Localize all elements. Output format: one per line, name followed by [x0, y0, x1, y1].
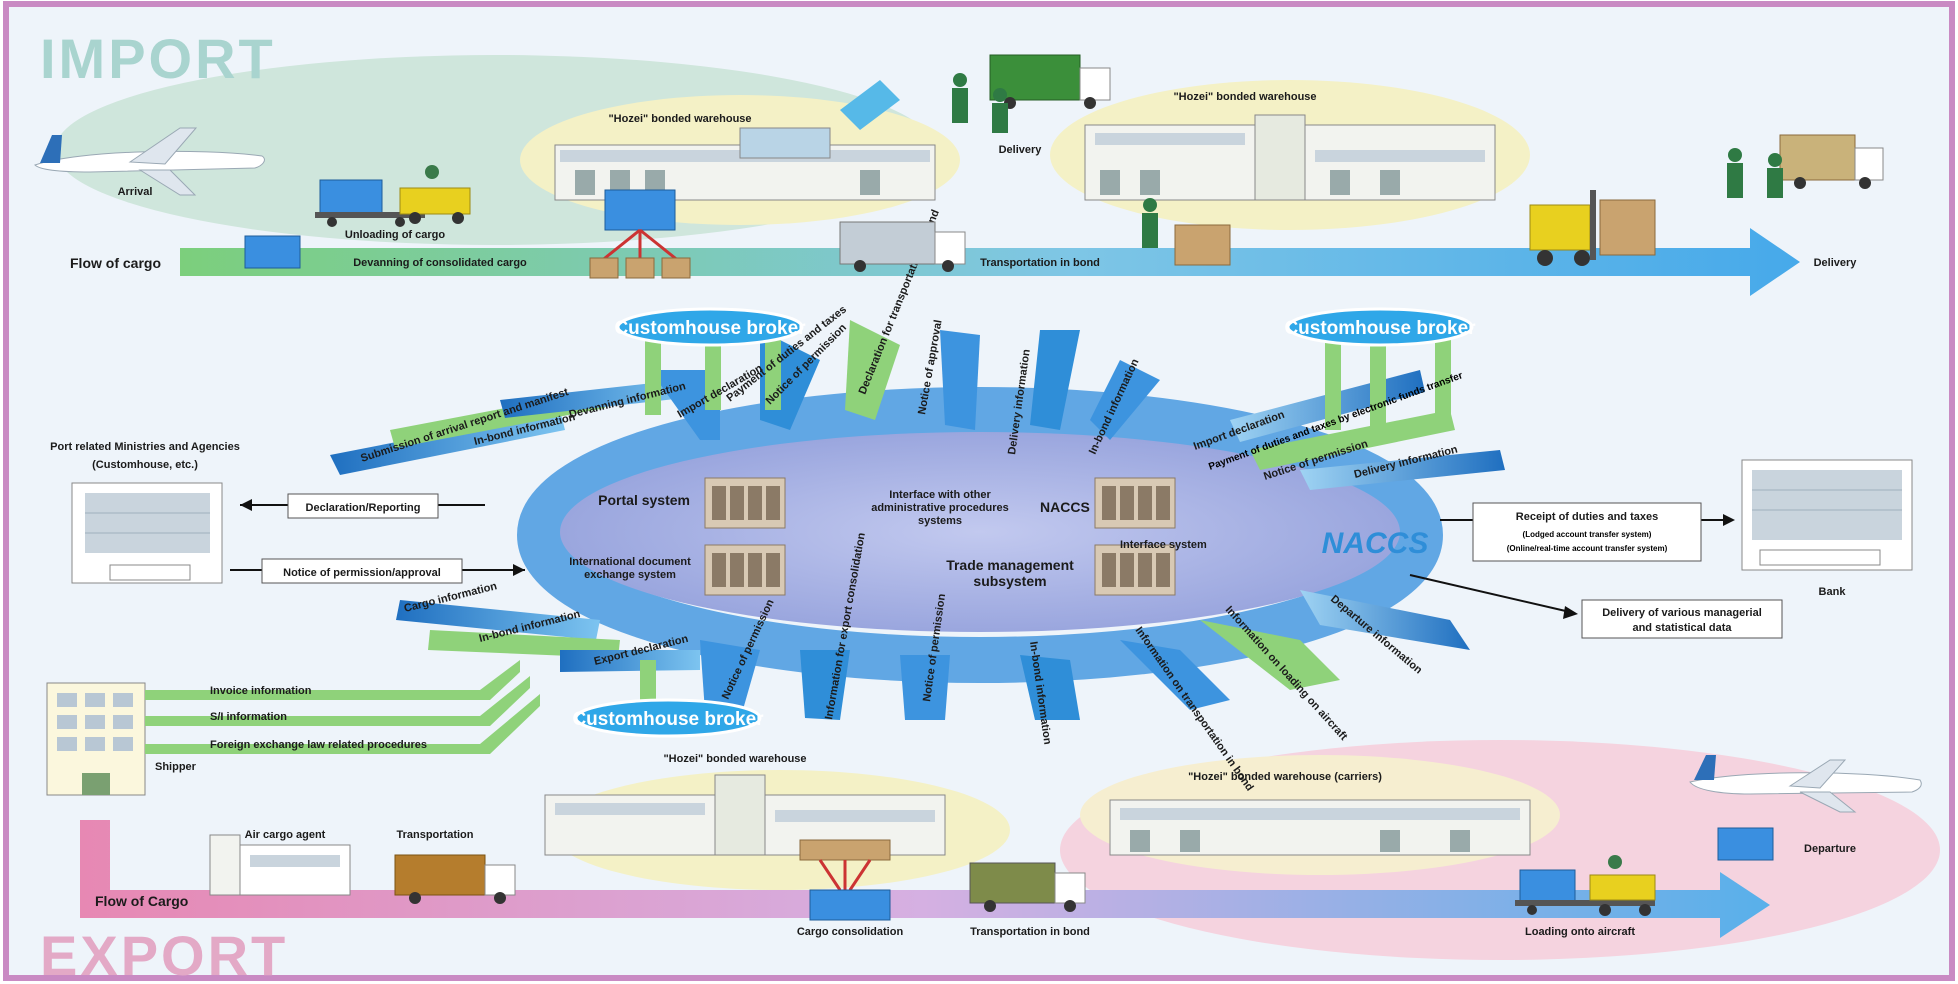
export-bond-truck-icon — [969, 862, 1086, 912]
shipper-invoice-arrow — [145, 660, 520, 700]
broker-top-right-label: Customhouse broker — [1284, 318, 1476, 339]
ministries-title-line1: Port related Ministries and Agencies — [50, 441, 240, 453]
devanning-label: Devanning of consolidated cargo — [353, 257, 527, 269]
notice-arrowhead — [513, 564, 525, 576]
delivery-truck-2-icon — [1727, 134, 1884, 198]
broker-connectors — [640, 340, 1451, 705]
delivery-2-label: Delivery — [1814, 257, 1858, 269]
bank-building-icon — [1741, 459, 1913, 571]
shipper-invoice-label: Invoice information — [210, 685, 312, 697]
broker-top-right[interactable]: Customhouse broker — [1284, 307, 1476, 347]
information-ring — [517, 387, 1443, 683]
intl-doc-line2: exchange system — [584, 569, 676, 581]
broker-top-left[interactable]: Customhouse broker — [614, 307, 806, 347]
broker-top-left-label: Customhouse broker — [614, 318, 806, 339]
statistical-data-box[interactable]: Delivery of various managerial and stati… — [1581, 599, 1783, 639]
broker-bottom-label: Customhouse broker — [572, 709, 764, 730]
consolidation-hoist-icon — [799, 839, 891, 921]
declaration-arrowhead — [240, 499, 252, 511]
export-uld-icon — [1717, 827, 1774, 861]
intl-doc-line1: International document — [569, 556, 691, 568]
import-warehouse-2-label: "Hozei" bonded warehouse — [1173, 91, 1316, 103]
portal-system-label: Portal system — [598, 492, 690, 508]
shipper-si-label: S/I information — [210, 711, 287, 723]
loading-tug-icon — [1515, 855, 1656, 916]
broker-bottom[interactable]: Customhouse broker — [572, 698, 764, 738]
import-title: IMPORT — [40, 27, 276, 90]
bank-arrowhead — [1723, 514, 1735, 526]
ministries-title-line2: (Customhouse, etc.) — [92, 459, 198, 471]
notice-permission-box[interactable]: Notice of permission/approval — [261, 558, 463, 584]
loading-label: Loading onto aircraft — [1525, 926, 1635, 938]
trade-mgmt-server-icon — [1094, 544, 1176, 596]
statistical-line2: and statistical data — [1632, 622, 1732, 634]
naccs-server-icon — [1094, 477, 1176, 529]
trade-mgmt-line2: subsystem — [973, 573, 1046, 589]
import-warehouse-1-label: "Hozei" bonded warehouse — [608, 113, 751, 125]
import-flow-arrow — [180, 228, 1800, 296]
statistical-line1: Delivery of various managerial — [1602, 607, 1762, 619]
bank-label: Bank — [1819, 586, 1847, 598]
export-warehouse-2-icon — [1109, 799, 1531, 856]
interface-other-line2: administrative procedures — [871, 502, 1009, 514]
delivery-branch-arrow — [840, 80, 900, 130]
worker-boxes-icon — [1142, 198, 1231, 266]
export-title: EXPORT — [40, 924, 288, 984]
export-warehouse-1-label: "Hozei" bonded warehouse — [663, 753, 806, 765]
portal-server-icon — [704, 477, 786, 529]
statistical-line — [1409, 574, 1571, 613]
arrival-airplane-icon — [34, 127, 265, 196]
interface-other-line1: Interface with other — [889, 489, 991, 501]
export-truck-icon — [394, 854, 516, 904]
delivery-truck-icon — [952, 54, 1111, 133]
receipt-line2: (Lodged account transfer system) — [1523, 530, 1652, 539]
export-flow-of-cargo-label: Flow of Cargo — [95, 893, 188, 909]
devanning-hoist-icon — [589, 189, 691, 279]
receipt-line1: Receipt of duties and taxes — [1516, 511, 1658, 523]
export-transport-bond-label: Transportation in bond — [970, 926, 1090, 938]
interface-other-line3: systems — [918, 515, 962, 527]
shipper-label: Shipper — [155, 761, 197, 773]
shipper-forex-label: Foreign exchange law related procedures — [210, 739, 427, 751]
receipt-duties-box[interactable]: Receipt of duties and taxes (Lodged acco… — [1472, 502, 1702, 562]
shipper-building-icon — [46, 682, 146, 796]
departure-airplane-icon — [1689, 755, 1922, 813]
import-flow-of-cargo-label: Flow of cargo — [70, 255, 161, 271]
export-flow-arrow — [80, 820, 1770, 938]
bottom-flow-arrows — [396, 590, 1470, 720]
shipper-forex-arrow — [145, 694, 540, 754]
arrival-label: Arrival — [118, 186, 153, 198]
consolidation-label: Cargo consolidation — [797, 926, 904, 938]
naccs-label: NACCS — [1040, 499, 1090, 515]
receipt-line3: (Online/real-time account transfer syste… — [1507, 544, 1668, 553]
air-cargo-agent-label: Air cargo agent — [245, 829, 326, 841]
intl-doc-server-icon — [704, 544, 786, 596]
notice-permission-label: Notice of permission/approval — [283, 567, 441, 579]
uld-container-icon — [244, 235, 301, 269]
shipper-si-arrow — [145, 676, 530, 726]
naccs-logo: NACCS — [1322, 527, 1429, 560]
declaration-reporting-box[interactable]: Declaration/Reporting — [287, 493, 439, 519]
import-warehouse-2-icon — [1084, 114, 1496, 201]
air-cargo-agent-icon — [209, 834, 351, 896]
export-warehouse-2-label: "Hozei" bonded warehouse (carriers) — [1188, 771, 1382, 783]
delivery-1-label: Delivery — [999, 144, 1043, 156]
declaration-reporting-label: Declaration/Reporting — [306, 502, 421, 514]
trade-mgmt-line1: Trade management — [946, 557, 1074, 573]
departure-label: Departure — [1804, 843, 1856, 855]
unloading-label: Unloading of cargo — [345, 229, 446, 241]
forklift-icon — [1529, 190, 1656, 266]
unloading-cart-icon — [315, 165, 471, 227]
interface-system-label: Interface system — [1120, 539, 1207, 551]
transportation-label: Transportation — [396, 829, 473, 841]
ministries-building-icon — [71, 482, 223, 584]
transport-bond-label: Transportation in bond — [980, 257, 1100, 269]
statistical-arrowhead — [1563, 606, 1578, 619]
transport-truck-icon — [839, 221, 966, 272]
